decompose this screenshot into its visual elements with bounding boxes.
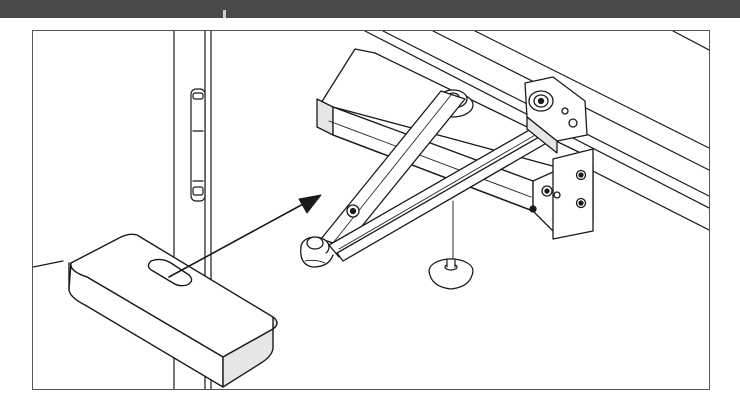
figure-frame (32, 30, 710, 390)
closer-arm (300, 90, 558, 268)
installation-diagram (33, 31, 709, 389)
cover-plate (68, 233, 278, 388)
arrow (168, 194, 322, 278)
arm-shoe-bracket (524, 76, 588, 154)
hinge (190, 88, 206, 202)
header-marker (223, 10, 226, 18)
end-cap (428, 200, 474, 290)
header-bar (0, 0, 740, 18)
